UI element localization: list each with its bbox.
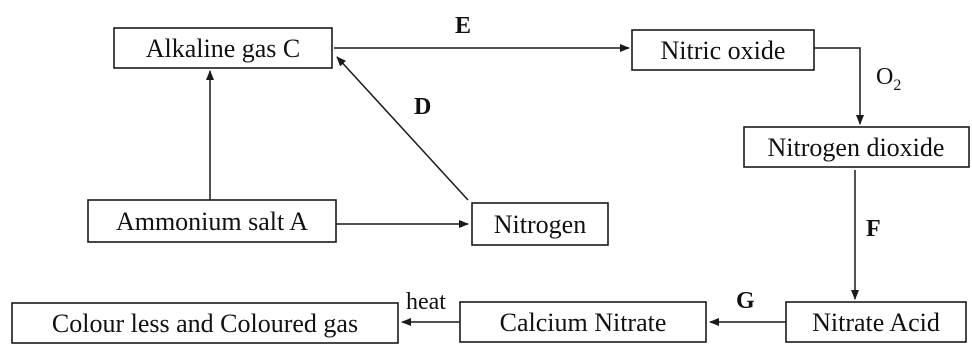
label-f: F	[866, 216, 881, 242]
node-nitrate-acid: Nitrate Acid	[785, 301, 967, 343]
node-ammonium-salt-label: Ammonium salt A	[116, 207, 308, 236]
node-nitrogen-dioxide-label: Nitrogen dioxide	[768, 133, 945, 162]
node-calcium-nitrate-label: Calcium Nitrate	[500, 308, 667, 337]
node-nitric-oxide: Nitric oxide	[631, 29, 815, 71]
node-ammonium-salt: Ammonium salt A	[87, 199, 337, 243]
node-colourless-coloured-gas-label: Colour less and Coloured gas	[52, 309, 358, 338]
node-nitrogen-dioxide: Nitrogen dioxide	[743, 126, 970, 168]
node-nitrate-acid-label: Nitrate Acid	[812, 308, 940, 337]
label-heat: heat	[406, 289, 446, 315]
node-alkaline-gas: Alkaline gas C	[113, 27, 333, 69]
label-d: D	[414, 94, 431, 120]
label-o2: O2	[876, 64, 901, 94]
node-nitrogen: Nitrogen	[471, 202, 609, 246]
node-nitrogen-label: Nitrogen	[494, 210, 586, 239]
arrow-nitrogen-to-alkaline	[336, 56, 469, 201]
label-e: E	[455, 13, 471, 39]
arrow-nitric-oxide-to-nitrogen-dioxide	[814, 47, 864, 125]
node-calcium-nitrate: Calcium Nitrate	[459, 301, 707, 343]
node-colourless-coloured-gas: Colour less and Coloured gas	[11, 302, 399, 344]
node-nitric-oxide-label: Nitric oxide	[661, 36, 786, 65]
node-alkaline-gas-label: Alkaline gas C	[146, 34, 301, 63]
label-g: G	[736, 288, 755, 314]
